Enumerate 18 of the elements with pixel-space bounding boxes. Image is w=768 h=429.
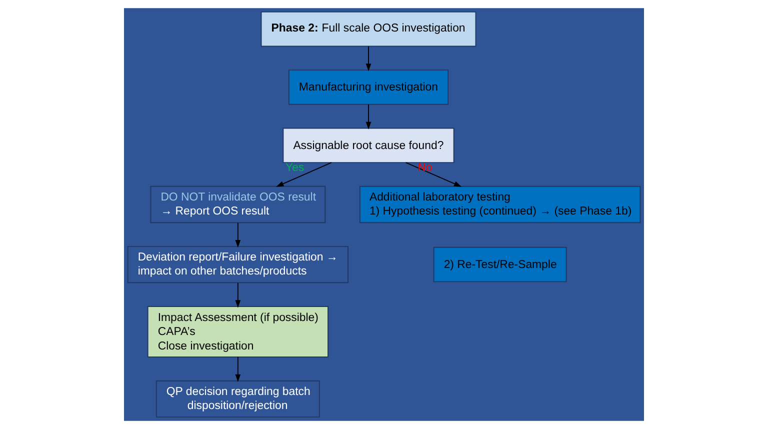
arrow (235, 356, 241, 382)
node-box: Manufacturing investigation (288, 70, 449, 105)
node-box: Additional laboratory testing 1) Hypothesis testing (continued) → (see Phase 1b) (359, 186, 641, 224)
node-box: DO NOT invalidate OOS result → Report OOS result (150, 186, 326, 224)
arrow (366, 104, 372, 130)
node-box: Assignable root cause found? (282, 128, 454, 164)
node-box: Deviation report/Failure investigation → impact on other batches/products (127, 246, 348, 284)
arrow (276, 162, 332, 187)
node-box: Impact Assessment (if possible) CAPA’s Close investigation (147, 306, 328, 358)
node-box: QP decision regarding batch disposition/rejection (156, 380, 320, 418)
arrow (405, 162, 462, 187)
edge-label: Yes (286, 162, 304, 174)
node-box: Phase 2: Full scale OOS investigation (260, 11, 476, 47)
node-box: 2) Re-Test/Re-Sample (433, 246, 567, 282)
edge-label: No (418, 162, 432, 174)
arrow (235, 222, 241, 248)
arrow (366, 46, 372, 72)
arrow (235, 282, 241, 308)
